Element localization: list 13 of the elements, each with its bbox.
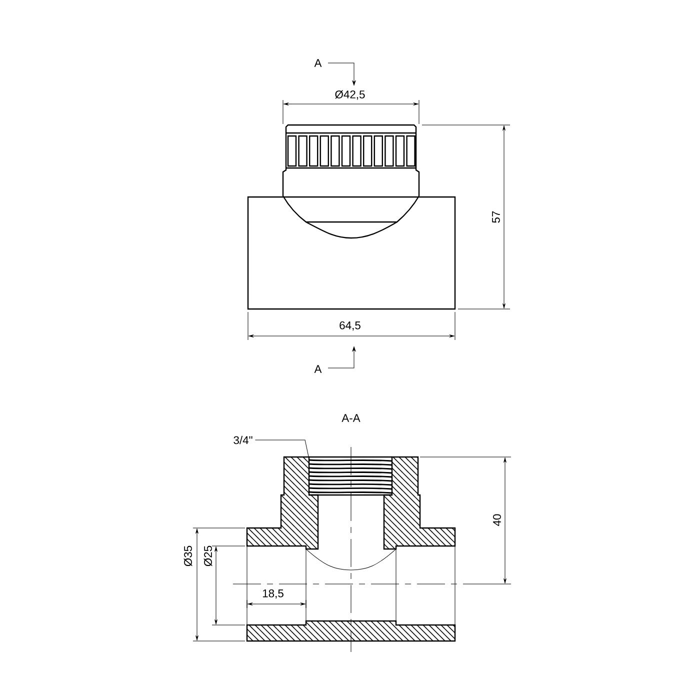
dimension-label: Ø42,5 — [335, 90, 365, 100]
section-label: A — [314, 365, 322, 373]
dimension-label: 64,5 — [340, 321, 360, 331]
dimension-label: Ø35 — [184, 546, 192, 566]
dimension-label: 40 — [493, 514, 501, 526]
thread-label: 3/4" — [234, 436, 252, 444]
dimension-label: Ø25 — [204, 546, 212, 566]
section-label: A — [314, 59, 322, 67]
thread-drawing — [308, 456, 393, 496]
dimension-label: 18,5 — [262, 589, 284, 599]
dimension-label: 57 — [492, 211, 500, 223]
leader-line — [254, 440, 309, 457]
section-label: A-A — [342, 414, 360, 422]
